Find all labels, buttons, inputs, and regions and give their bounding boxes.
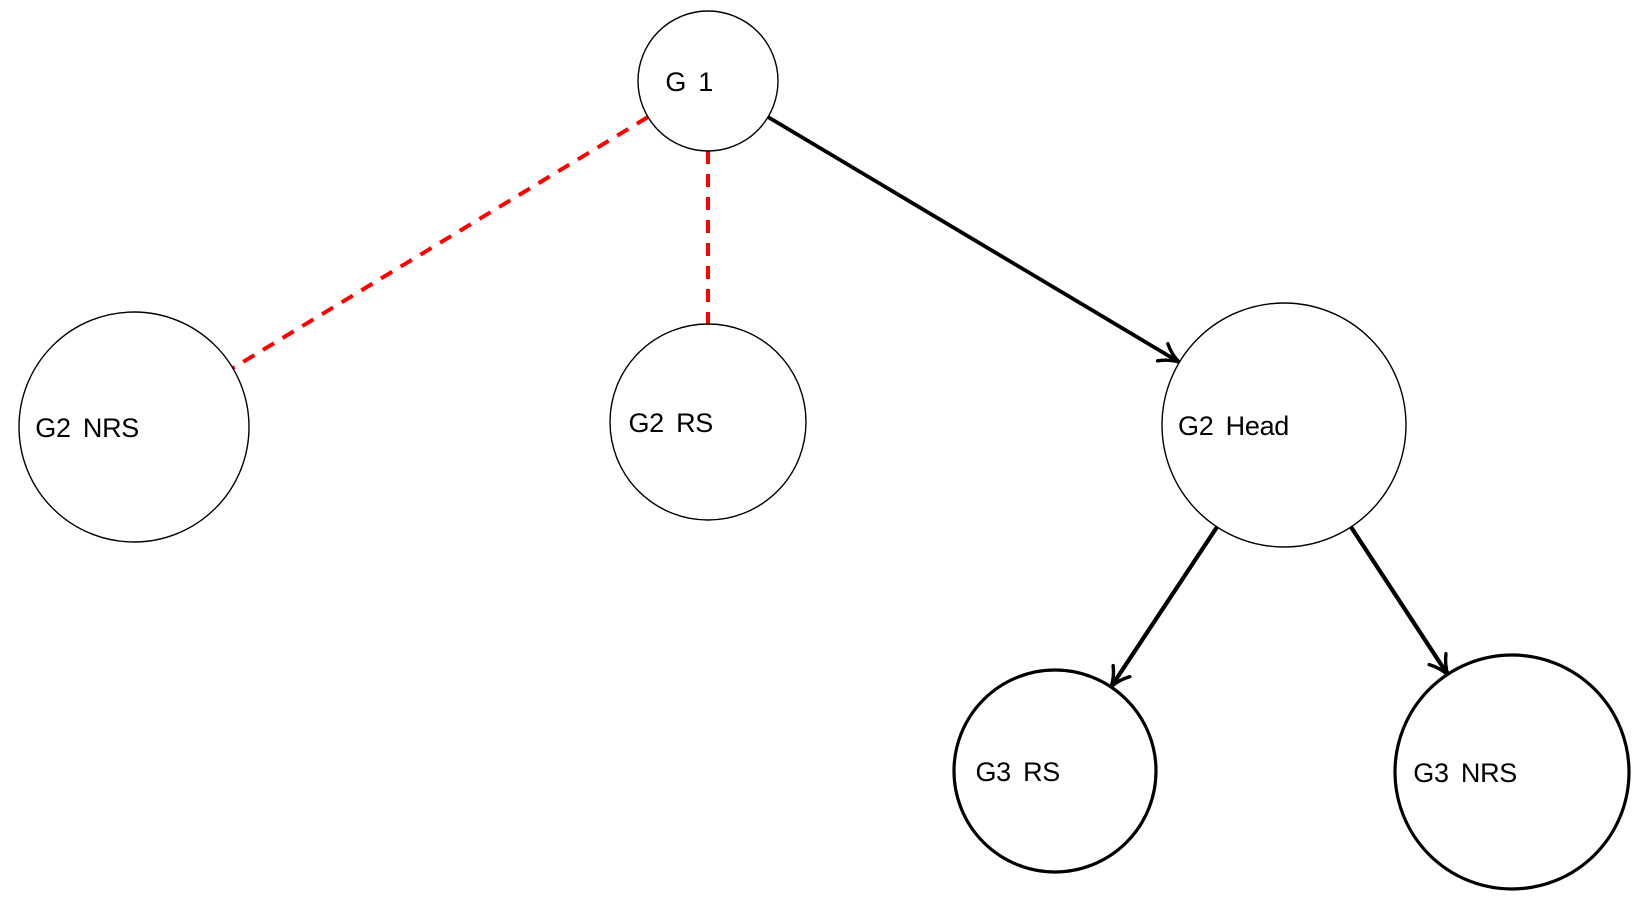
edge-g1-to-g2head [767,115,1181,364]
node-g2rs-label: G2 RS [628,408,713,438]
node-g3nrs-circle [1393,653,1631,891]
edge-g2head-to-g3rs [1109,525,1219,689]
node-g2nrs-label: G2 NRS [35,413,139,443]
node-g2nrs-circle [18,311,250,543]
node-g2head-circle [1161,302,1407,548]
node-g3nrs-label: G3 NRS [1413,758,1517,788]
node-g1-circle [637,10,779,152]
node-g3rs-label: G3 RS [975,757,1060,787]
node-g2head-label: G2 Head [1178,411,1289,441]
node-g1-label: G 1 [665,67,713,97]
node-g3rs-circle [952,668,1158,874]
edge-g1-to-g2nrs [231,115,650,370]
node-g2rs-circle [609,323,807,521]
edge-g2head-to-g3nrs [1349,525,1450,677]
